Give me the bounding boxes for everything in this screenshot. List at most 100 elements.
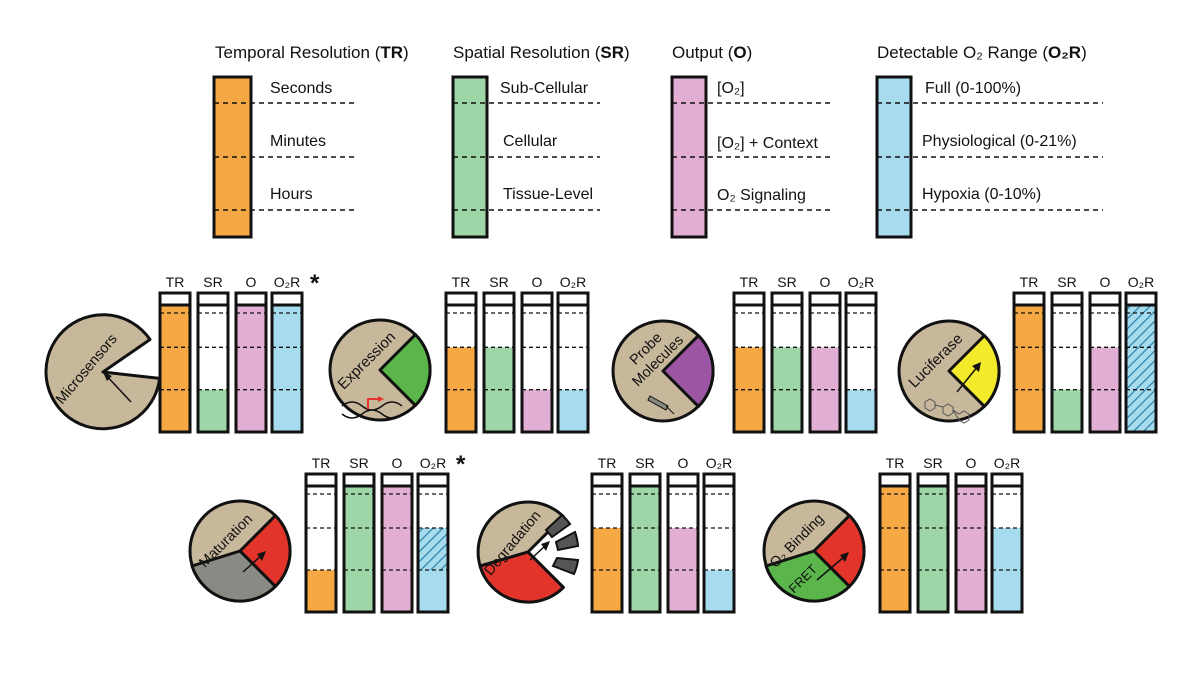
- bar-label-o2r: O₂R: [420, 455, 446, 471]
- bar-label-o: O: [246, 274, 257, 290]
- bar-outline-tr: [304, 472, 338, 614]
- bar-label-sr: SR: [349, 455, 368, 471]
- bar-outline-sr: [770, 291, 804, 434]
- bar-label-tr: TR: [740, 274, 759, 290]
- bar-outline-o: [234, 291, 268, 434]
- bar-outline-o2r: [270, 291, 304, 434]
- bar-label-o2r: O₂R: [560, 274, 586, 290]
- legend-tr-title: Temporal Resolution (TR): [215, 43, 409, 62]
- legend-o2r: Detectable O₂ Range (O₂R) Full (0-100%) …: [875, 43, 1103, 239]
- bar-label-tr: TR: [452, 274, 471, 290]
- legend-tr-level-1: Seconds: [270, 80, 332, 97]
- bar-fill-tr: [306, 570, 336, 612]
- legend-sr: Spatial Resolution (SR) Sub-Cellular Cel…: [451, 43, 630, 239]
- bar-outline-tr: [878, 472, 912, 614]
- expression-icon: Expression: [328, 318, 432, 422]
- probe-molecules-purple-wedge: [661, 334, 715, 408]
- bar-label-o2r: O₂R: [274, 274, 300, 290]
- legend-sr-level-2: Cellular: [503, 133, 558, 150]
- bar-outline-sr: [342, 472, 376, 614]
- bar-label-tr: TR: [1020, 274, 1039, 290]
- bar-outline-o2r: [702, 472, 736, 614]
- legend-tr: Temporal Resolution (TR) Seconds Minutes…: [212, 43, 409, 239]
- bar-label-sr: SR: [635, 455, 654, 471]
- degradation-icon: Degradation: [476, 500, 580, 604]
- bar-fill-tr: [880, 486, 910, 612]
- expression-green-wedge: [378, 333, 432, 407]
- probe-molecules-icon: Probe Molecules: [611, 319, 715, 423]
- bar-label-o2r: O₂R: [994, 455, 1020, 471]
- bar-label-sr: SR: [1057, 274, 1076, 290]
- o2-binding-green-wedge: [764, 549, 851, 603]
- bar-label-tr: TR: [598, 455, 617, 471]
- bar-outline-sr: [628, 472, 662, 614]
- dna-helix-icon: [341, 401, 403, 419]
- o2-binding-arrow-line: [816, 555, 846, 581]
- degradation-fragment-3: [551, 556, 580, 576]
- bar-outline-o2r: [556, 291, 590, 434]
- bar-fill-o2r: [1126, 305, 1156, 432]
- legend-sr-title: Spatial Resolution (SR): [453, 43, 630, 62]
- legend-o2r-level-2: Physiological (0-21%): [922, 133, 1077, 150]
- o2-binding-arrow-head: [840, 552, 849, 562]
- bar-label-o: O: [392, 455, 403, 471]
- bar-fill-o2r: [704, 570, 734, 612]
- bar-label-o: O: [820, 274, 831, 290]
- bar-label-o: O: [678, 455, 689, 471]
- bar-fill-o2r: [272, 305, 302, 432]
- bar-label-tr: TR: [886, 455, 905, 471]
- bar-fill-o2r: [846, 389, 876, 432]
- bar-outline-sr: [916, 472, 950, 614]
- legend: Temporal Resolution (TR) Seconds Minutes…: [212, 43, 1103, 239]
- bar-fill-sr: [1052, 389, 1082, 432]
- bar-label-o: O: [1100, 274, 1111, 290]
- bar-fill-o: [522, 389, 552, 432]
- bar-fill-o2r: [558, 389, 588, 432]
- legend-o-level-2: [O₂] + Context: [717, 135, 818, 152]
- degradation-red-wedge: [478, 550, 565, 604]
- bar-outline-tr: [444, 291, 478, 434]
- bar-outline-o2r: [1124, 291, 1158, 434]
- degradation-fragment-1: [544, 513, 572, 539]
- bar-label-sr: SR: [777, 274, 796, 290]
- luciferase-icon: Luciferase: [897, 319, 1001, 424]
- maturation-arrow-head: [257, 551, 266, 561]
- bar-fill-o2r: [418, 570, 448, 612]
- legend-sr-level-1: Sub-Cellular: [500, 80, 589, 97]
- asterisk-mark: *: [456, 451, 466, 478]
- asterisk-mark: *: [310, 270, 320, 297]
- bar-label-tr: TR: [312, 455, 331, 471]
- bar-outline-tr: [590, 472, 624, 614]
- legend-sr-level-3: Tissue-Level: [503, 186, 593, 203]
- legend-o: Output (O) [O₂] [O₂] + Context O₂ Signal…: [670, 43, 834, 239]
- bar-outline-tr: [1012, 291, 1046, 434]
- microsensors-pie: [44, 313, 162, 431]
- bar-outline-o: [954, 472, 988, 614]
- promoter-arrow-icon: [367, 398, 378, 409]
- bar-fill-o: [236, 305, 266, 432]
- bar-outline-o: [1088, 291, 1122, 434]
- microsensors-icon: Microsensors: [44, 313, 162, 431]
- bar-label-tr: TR: [166, 274, 185, 290]
- bar-outline-sr: [1050, 291, 1084, 434]
- legend-o-level-1: [O₂]: [717, 80, 745, 97]
- bar-outline-o2r: [990, 472, 1024, 614]
- microsensors-needle-tip: [103, 372, 112, 381]
- legend-o2r-level-3: Hypoxia (0-10%): [922, 186, 1041, 203]
- promoter-arrow-head: [378, 396, 384, 402]
- legend-o2r-level-1: Full (0-100%): [925, 80, 1021, 97]
- maturation-arrow-line: [242, 554, 263, 573]
- degradation-arrow-line: [529, 544, 547, 561]
- legend-tr-level-3: Hours: [270, 186, 313, 203]
- bar-outline-o: [520, 291, 554, 434]
- bar-outline-sr: [196, 291, 230, 434]
- luciferase-arrow-line: [956, 365, 979, 393]
- bar-fill-sr: [344, 486, 374, 612]
- bar-fill-hatched-o2r: [418, 528, 448, 570]
- bar-label-o2r: O₂R: [1128, 274, 1154, 290]
